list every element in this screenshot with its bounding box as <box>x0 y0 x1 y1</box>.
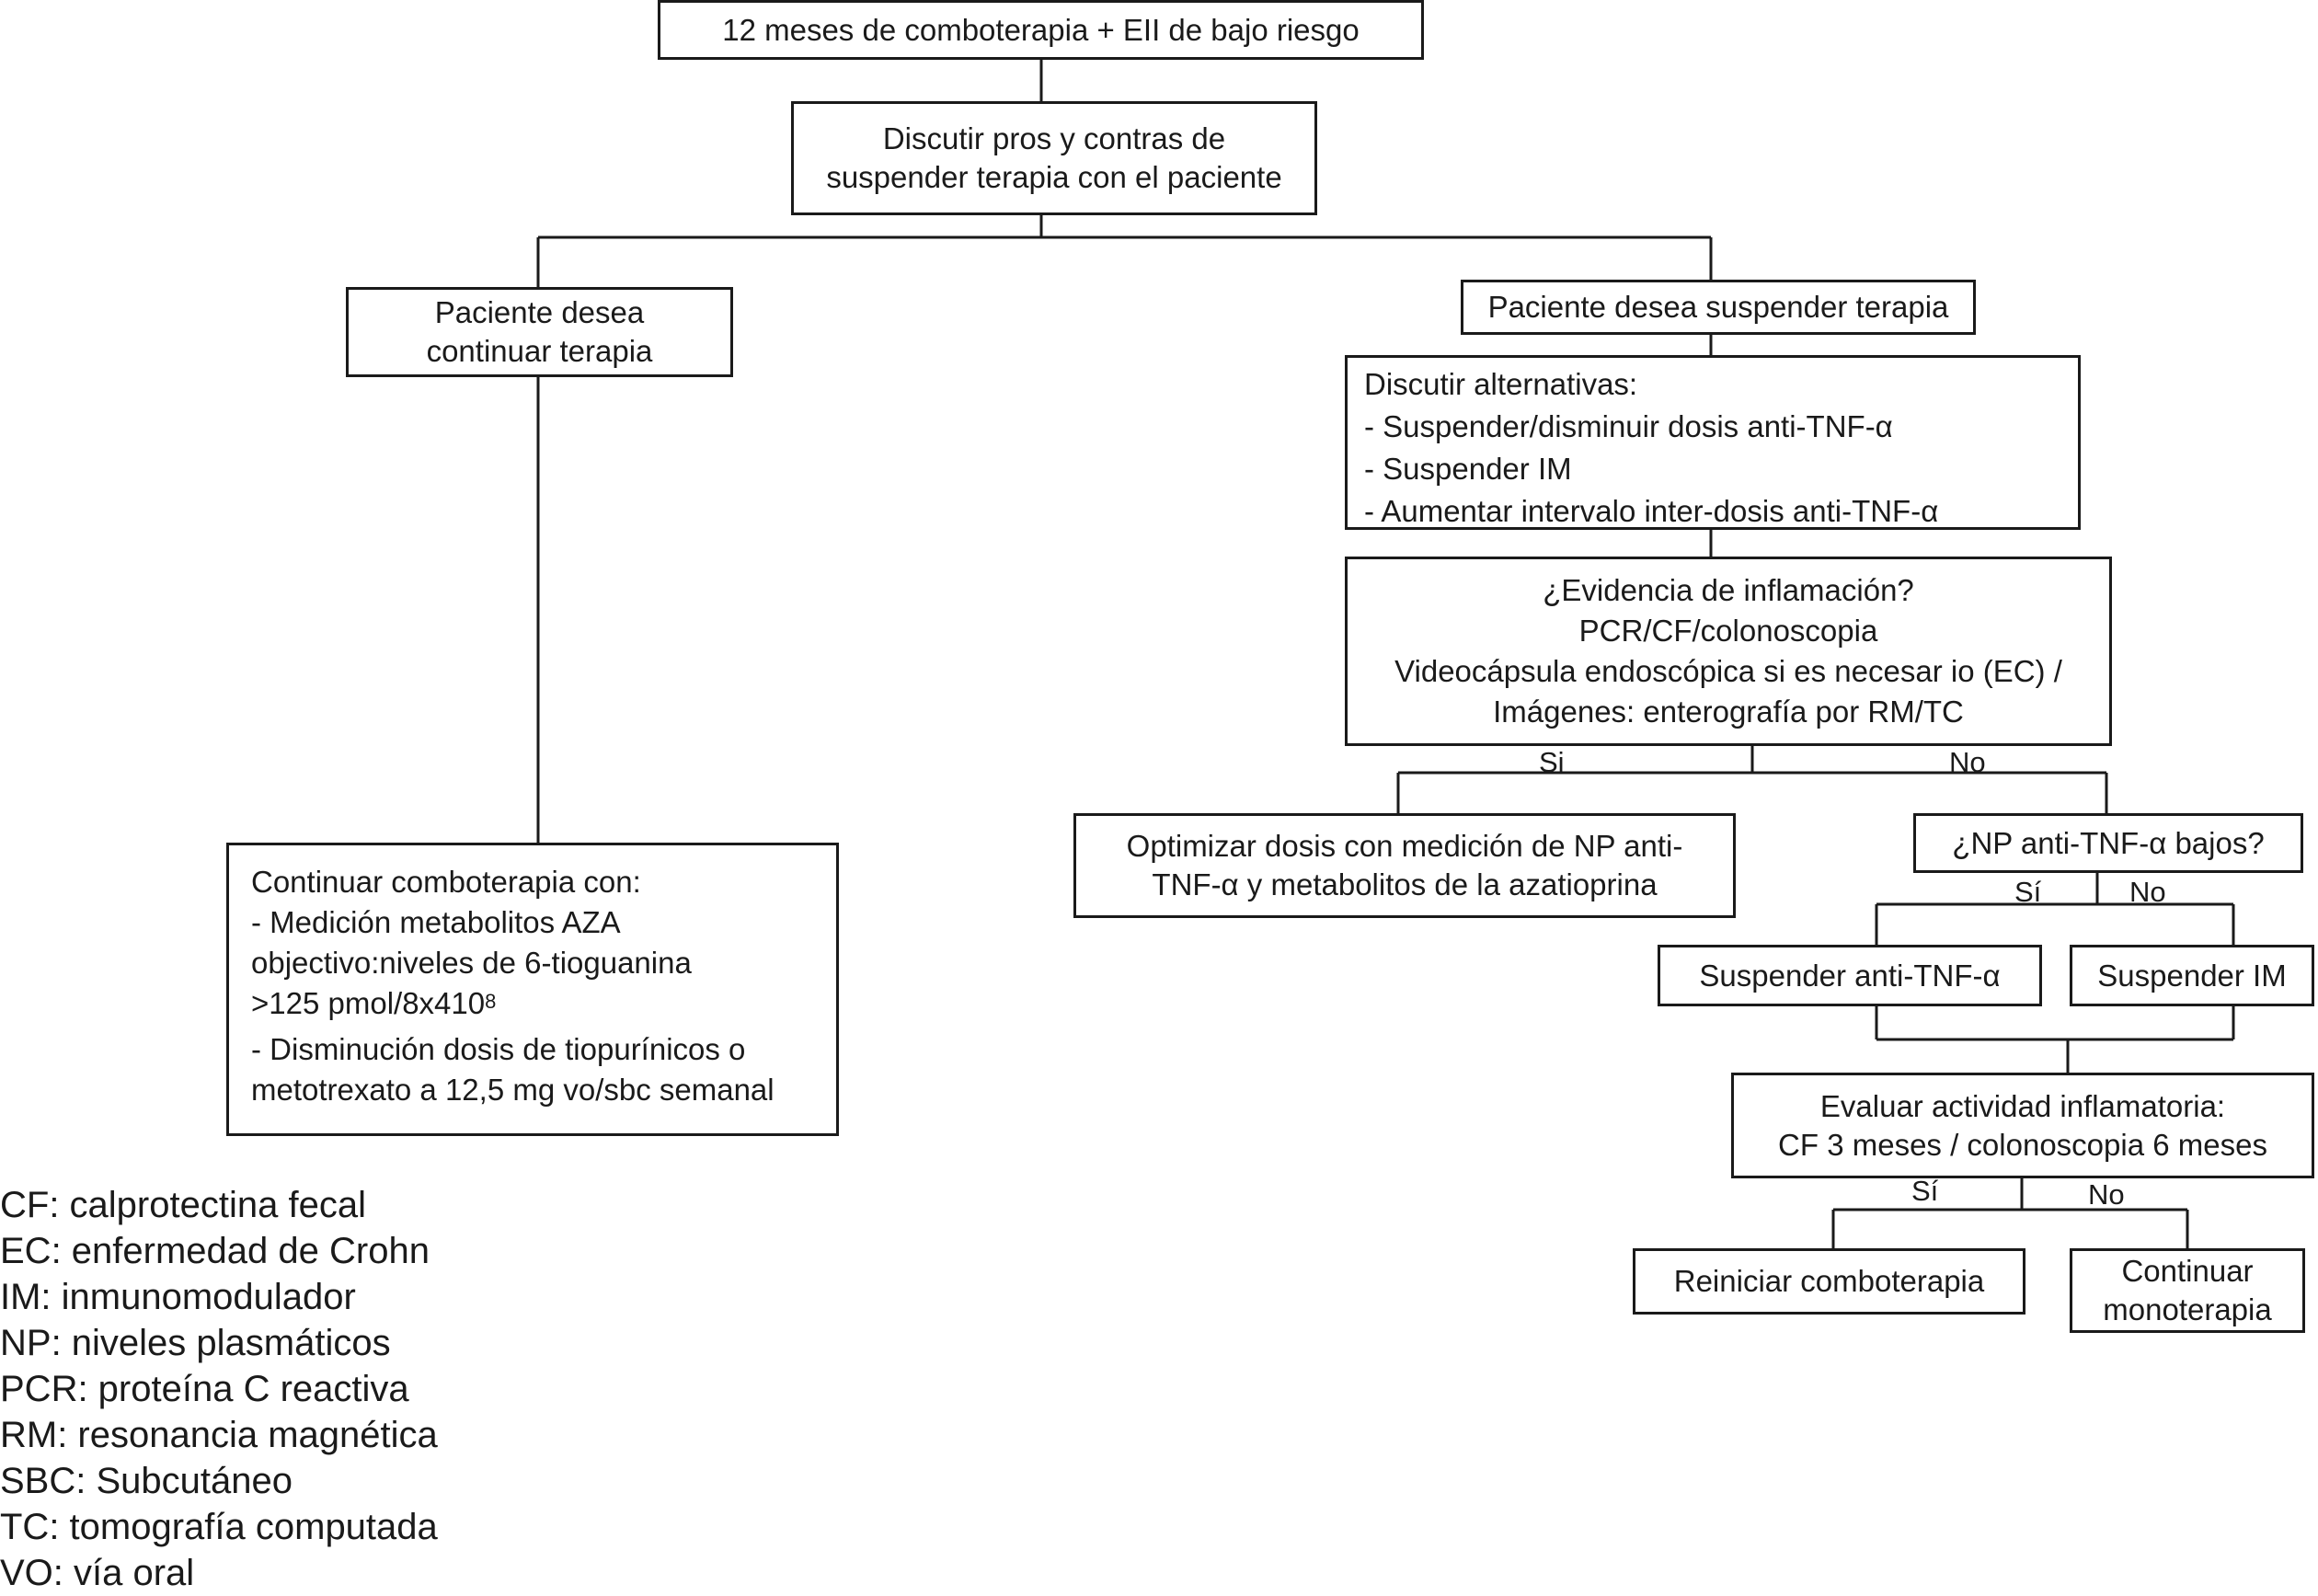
legend-item: CF: calprotectina fecal <box>0 1185 366 1225</box>
combo-line-3: objectivo:niveles de 6-tioguanina <box>251 946 692 980</box>
inflammation-node: ¿Evidencia de inflamación? PCR/CF/colonos… <box>1345 557 2112 746</box>
node-text-line: - Aumentar intervalo inter-dosis anti-TN… <box>1364 494 1939 528</box>
eval-no-label: No <box>2088 1178 2125 1211</box>
stop-wish-node: Paciente desea suspender terapia <box>1461 280 1976 335</box>
combo-line-4: >125 pmol/8x4108 <box>251 983 814 1024</box>
node-text-line: Discutir alternativas: <box>1364 367 1638 401</box>
legend-item: PCR: proteína C reactiva <box>0 1369 409 1409</box>
legend-item: VO: vía oral <box>0 1553 195 1593</box>
node-text-line: suspender terapia con el paciente <box>826 160 1282 194</box>
monotherapy-node: Continuar monoterapia <box>2070 1248 2305 1333</box>
legend-item: TC: tomografía computada <box>0 1507 438 1547</box>
node-text-line: Suspender anti-TNF-α <box>1699 958 2001 993</box>
node-text-line: TNF-α y metabolitos de la azatioprina <box>1152 867 1658 901</box>
optimize-node: Optimizar dosis con medición de NP anti-… <box>1073 813 1736 918</box>
start-node: 12 meses de comboterapia + EII de bajo r… <box>658 0 1424 60</box>
node-text-line: Optimizar dosis con medición de NP anti- <box>1126 829 1683 863</box>
combo-line-1: Continuar comboterapia con: <box>251 865 641 899</box>
stop-im-node: Suspender IM <box>2070 945 2314 1006</box>
node-text-line: monoterapia <box>2103 1292 2272 1326</box>
np-low-node: ¿NP anti-TNF-α bajos? <box>1913 813 2303 873</box>
np-no-label: No <box>2129 876 2166 908</box>
node-text-line: 12 meses de comboterapia + EII de bajo r… <box>722 12 1360 47</box>
node-text-line: continuar terapia <box>426 334 653 368</box>
combo-line-4-sup: 8 <box>485 990 497 1013</box>
legend-item: IM: inmunomodulador <box>0 1277 356 1317</box>
alternatives-node: Discutir alternativas: - Suspender/dismi… <box>1345 355 2081 530</box>
node-text-line: PCR/CF/colonoscopia <box>1578 614 1878 648</box>
np-yes-label: Sí <box>2014 876 2042 908</box>
node-text-line: Suspender IM <box>2097 958 2287 993</box>
eval-yes-label: Sí <box>1911 1175 1939 1207</box>
combo-line-2: - Medición metabolitos AZA <box>251 905 621 939</box>
discuss-node: Discutir pros y contras de suspender tera… <box>791 101 1317 215</box>
legend-item: NP: niveles plasmáticos <box>0 1323 391 1363</box>
inflammation-yes-label: Si <box>1539 746 1565 778</box>
combo-continue-node: Continuar comboterapia con: - Medición m… <box>226 843 839 1136</box>
node-text-line: CF 3 meses / colonoscopia 6 meses <box>1778 1127 2267 1162</box>
node-text-line: Paciente desea <box>434 295 645 329</box>
combo-line-4-text: >125 pmol/8x410 <box>251 986 486 1020</box>
node-text-line: Paciente desea suspender terapia <box>1487 290 1949 324</box>
node-text-line: - Suspender IM <box>1364 452 1572 486</box>
node-text-line: Discutir pros y contras de <box>882 121 1226 155</box>
abbreviation-legend: CF: calprotectina fecal EC: enfermedad d… <box>0 1182 438 1596</box>
node-text-line: ¿NP anti-TNF-α bajos? <box>1952 825 2265 860</box>
restart-node: Reiniciar comboterapia <box>1633 1248 2025 1315</box>
node-text-line: Continuar <box>2121 1254 2254 1288</box>
node-text-line: Reiniciar comboterapia <box>1673 1264 1985 1298</box>
node-text-line: Videocápsula endoscópica si es necesar i… <box>1394 654 2062 688</box>
continue-wish-node: Paciente desea continuar terapia <box>346 287 733 377</box>
node-text-line: Evaluar actividad inflamatoria: <box>1819 1088 2226 1123</box>
inflammation-no-label: No <box>1949 746 1986 778</box>
node-text-line: ¿Evidencia de inflamación? <box>1543 573 1914 607</box>
legend-item: RM: resonancia magnética <box>0 1415 438 1455</box>
node-text-line: - Suspender/disminuir dosis anti-TNF-α <box>1364 409 1893 443</box>
stop-antitnf-node: Suspender anti-TNF-α <box>1658 945 2042 1006</box>
legend-item: EC: enfermedad de Crohn <box>0 1231 430 1271</box>
legend-item: SBC: Subcutáneo <box>0 1461 293 1501</box>
combo-line-5: - Disminución dosis de tiopurínicos o <box>251 1032 746 1066</box>
node-text-line: Imágenes: enterografía por RM/TC <box>1493 695 1964 729</box>
combo-line-6: metotrexato a 12,5 mg vo/sbc semanal <box>251 1073 775 1107</box>
evaluate-node: Evaluar actividad inflamatoria: CF 3 mese… <box>1731 1073 2314 1178</box>
